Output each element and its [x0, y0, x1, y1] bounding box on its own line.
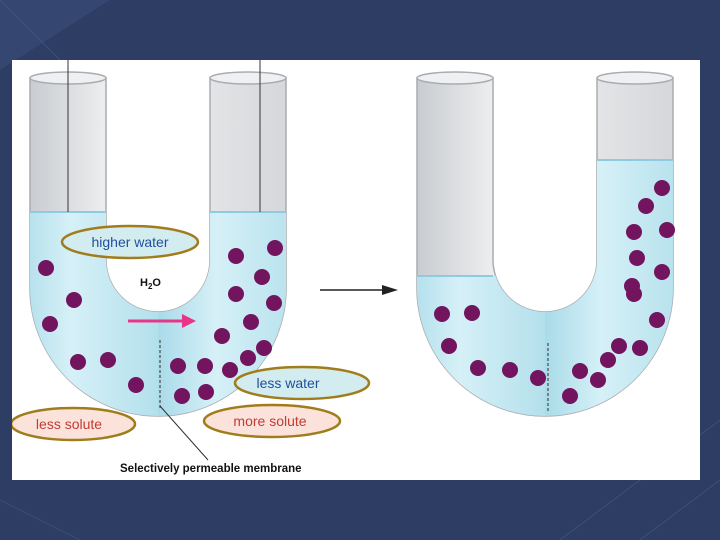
- solute-particle: [254, 269, 270, 285]
- solute-particle: [502, 362, 518, 378]
- solute-particle: [441, 338, 457, 354]
- solute-particle: [174, 388, 190, 404]
- solute-particle: [611, 338, 627, 354]
- water-flow-arrowhead: [182, 314, 196, 328]
- solute-particle: [240, 350, 256, 366]
- solute-particle: [572, 363, 588, 379]
- solute-particle: [197, 358, 213, 374]
- solute-particle: [649, 312, 665, 328]
- solute-particle: [128, 377, 144, 393]
- solute-particle: [214, 328, 230, 344]
- callout-higher-water: higher water: [60, 224, 200, 260]
- solute-particle: [590, 372, 606, 388]
- solute-particle: [530, 370, 546, 386]
- solute-particle: [626, 224, 642, 240]
- solute-particle: [632, 340, 648, 356]
- callout-less-solute-text: less solute: [36, 416, 102, 432]
- callout-higher-water-text: higher water: [91, 234, 168, 250]
- solute-particle: [654, 264, 670, 280]
- solute-particle: [470, 360, 486, 376]
- solute-particle: [626, 286, 642, 302]
- osmosis-figure: H2O Selectively permeable membrane: [12, 60, 700, 480]
- solute-particle: [66, 292, 82, 308]
- solute-particle: [170, 358, 186, 374]
- solute-particle: [222, 362, 238, 378]
- callout-less-water-text: less water: [256, 375, 319, 391]
- solute-particle: [562, 388, 578, 404]
- solute-particle: [654, 180, 670, 196]
- solute-particle: [600, 352, 616, 368]
- membrane-label: Selectively permeable membrane: [120, 463, 302, 475]
- water-molecule-label: H2O: [140, 277, 161, 291]
- solute-particle: [228, 286, 244, 302]
- callout-less-water: less water: [233, 365, 371, 401]
- solute-particle: [243, 314, 259, 330]
- solute-particle: [256, 340, 272, 356]
- solute-particle: [198, 384, 214, 400]
- solute-particle: [266, 295, 282, 311]
- u-tube-after: [416, 71, 675, 417]
- osmosis-diagram: H2O Selectively permeable membrane: [12, 60, 675, 475]
- solute-particle: [659, 222, 675, 238]
- solute-particle: [434, 306, 450, 322]
- solute-particle: [629, 250, 645, 266]
- solute-particle: [38, 260, 54, 276]
- solute-particle: [228, 248, 244, 264]
- solute-particle: [464, 305, 480, 321]
- solute-particles-after: [434, 180, 675, 404]
- membrane-pointer: [159, 405, 209, 461]
- solute-particle: [70, 354, 86, 370]
- solute-particle: [42, 316, 58, 332]
- callout-more-solute-text: more solute: [233, 413, 306, 429]
- callout-less-solute: less solute: [12, 406, 137, 442]
- solute-particles-before: [38, 240, 283, 404]
- transition-arrow: [320, 285, 398, 295]
- callout-more-solute: more solute: [202, 403, 342, 439]
- solute-particle: [638, 198, 654, 214]
- solute-particle: [100, 352, 116, 368]
- solute-particle: [267, 240, 283, 256]
